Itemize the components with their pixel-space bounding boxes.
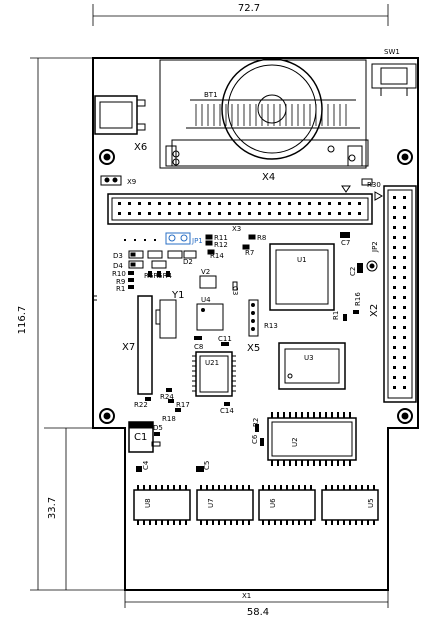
diodes xyxy=(128,250,197,269)
label-r12: R12 xyxy=(214,241,228,249)
connector-x3 xyxy=(107,193,373,225)
resistors-right xyxy=(343,310,359,321)
label-r9: R9 xyxy=(116,278,125,286)
board-outline xyxy=(92,57,419,591)
chip-u6 xyxy=(258,489,316,521)
chip-u8 xyxy=(133,489,191,521)
transistor-v2 xyxy=(199,275,217,289)
label-x2: X2 xyxy=(369,304,380,317)
label-r24: R24 xyxy=(160,393,174,401)
label-r11: R11 xyxy=(214,234,228,242)
x4-clips xyxy=(165,145,363,167)
label-u4: U4 xyxy=(201,296,211,304)
mounting-holes xyxy=(99,149,413,424)
connector-x9 xyxy=(100,175,122,186)
dimension-top xyxy=(92,4,389,26)
chip-u1 xyxy=(269,243,335,311)
label-r17: R17 xyxy=(176,401,190,409)
x3-pins xyxy=(118,202,361,215)
label-c11: C11 xyxy=(218,335,232,343)
label-c5: C5 xyxy=(203,461,211,470)
label-bt1: BT1 xyxy=(204,91,218,99)
label-u1: U1 xyxy=(297,256,307,264)
dimension-connector-height: 33.7 xyxy=(47,497,58,519)
switch-sw1 xyxy=(371,63,417,96)
battery-x4-assembly xyxy=(159,58,369,169)
battery-contacts xyxy=(195,104,347,126)
resistors-top xyxy=(205,234,256,255)
label-u6: U6 xyxy=(269,498,277,508)
label-r6r5r4: R6R5R4 xyxy=(144,272,172,280)
chip-u21 xyxy=(195,351,233,397)
label-x9: X9 xyxy=(127,178,136,186)
label-v2: V2 xyxy=(201,268,210,276)
label-r16: R16 xyxy=(354,292,362,306)
label-r2: R2 xyxy=(252,418,260,427)
connector-x7 xyxy=(137,295,153,395)
label-x4: X4 xyxy=(262,172,275,183)
label-r22: R22 xyxy=(134,401,148,409)
label-d3: D3 xyxy=(113,252,123,260)
label-c7: C7 xyxy=(341,239,350,247)
dimension-bottom xyxy=(124,590,389,608)
label-c8: C8 xyxy=(194,343,203,351)
label-r18: R18 xyxy=(162,415,176,423)
label-c4: C4 xyxy=(142,460,150,470)
label-c6: C6 xyxy=(251,434,259,444)
label-d2: D2 xyxy=(183,258,193,266)
resistors-bottom-left xyxy=(145,388,230,412)
label-x7: X7 xyxy=(122,342,135,353)
label-jp2: JP2 xyxy=(371,241,379,253)
u21-pins xyxy=(192,355,236,392)
label-r1-right: R1 xyxy=(332,311,340,320)
label-r13: R13 xyxy=(264,322,278,330)
label-sw1: SW1 xyxy=(384,48,400,56)
label-r7: R7 xyxy=(245,249,254,257)
label-jp1: JP1 xyxy=(191,237,203,245)
label-x3: X3 xyxy=(232,225,241,233)
label-u3: U3 xyxy=(304,354,314,362)
dotted-pins xyxy=(124,239,156,241)
label-x1: X1 xyxy=(242,592,251,600)
dimension-width-top: 72.7 xyxy=(238,3,260,14)
x2-pins xyxy=(393,196,406,389)
label-u21: U21 xyxy=(205,359,219,367)
label-c3: C3 xyxy=(231,286,239,295)
jumper-jp2 xyxy=(366,260,378,272)
capacitor-c1 xyxy=(128,421,154,453)
label-c1: C1 xyxy=(134,432,147,443)
chip-u4 xyxy=(196,303,224,331)
label-u8: U8 xyxy=(144,498,152,508)
label-x6: X6 xyxy=(134,142,147,153)
label-r8: R8 xyxy=(257,234,266,242)
label-u7: U7 xyxy=(207,498,215,508)
label-u5: U5 xyxy=(367,498,375,508)
label-d4: D4 xyxy=(113,262,123,270)
label-r10: R10 xyxy=(112,270,126,278)
label-c2: C2 xyxy=(349,267,357,276)
label-d5: D5 xyxy=(153,424,163,432)
dimension-height-left: 116.7 xyxy=(17,306,28,335)
dimension-left xyxy=(30,57,125,591)
label-x5: X5 xyxy=(247,343,260,354)
u2-pins xyxy=(271,412,351,466)
label-c14: C14 xyxy=(220,407,234,415)
label-r14: R14 xyxy=(210,252,224,260)
chip-u2 xyxy=(267,417,357,461)
chip-u3 xyxy=(278,342,346,390)
connector-x6 xyxy=(94,95,146,135)
jumper-jp1 xyxy=(165,232,191,245)
connector-x5 xyxy=(248,299,259,337)
label-y1: Y1 xyxy=(171,290,184,301)
label-r1-left: R1 xyxy=(116,285,125,293)
dimension-width-bottom: 58.4 xyxy=(247,607,269,618)
label-u2: U2 xyxy=(291,437,299,447)
memory-chip-pins xyxy=(137,485,375,525)
crystal-y1 xyxy=(155,299,177,339)
label-r30: R30 xyxy=(367,181,381,189)
resistors-left xyxy=(128,271,170,289)
connector-x2 xyxy=(383,185,417,403)
chip-u7 xyxy=(196,489,254,521)
